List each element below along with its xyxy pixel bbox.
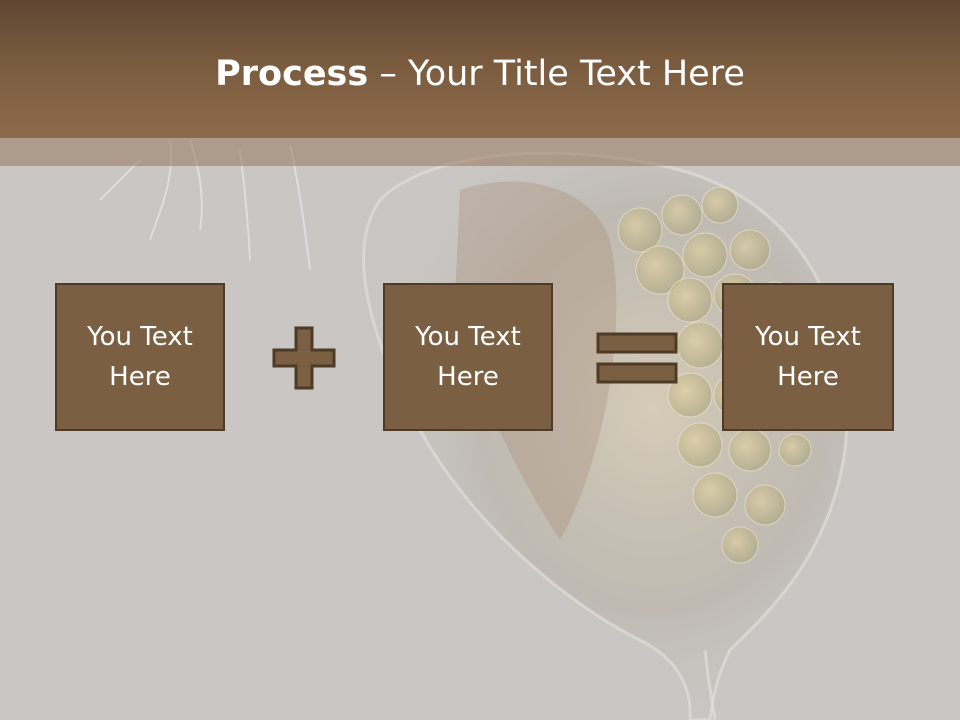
title-bold: Process [215, 54, 369, 94]
equals-icon [596, 332, 678, 384]
title-bar [0, 0, 960, 138]
process-box-3: You Text Here [722, 283, 894, 431]
plus-icon [272, 326, 336, 390]
title-divider-strip [0, 138, 960, 166]
slide-title: Process – Your Title Text Here [0, 52, 960, 96]
process-box-2: You Text Here [383, 283, 553, 431]
title-rest: – Your Title Text Here [368, 54, 745, 94]
process-box-1: You Text Here [55, 283, 225, 431]
